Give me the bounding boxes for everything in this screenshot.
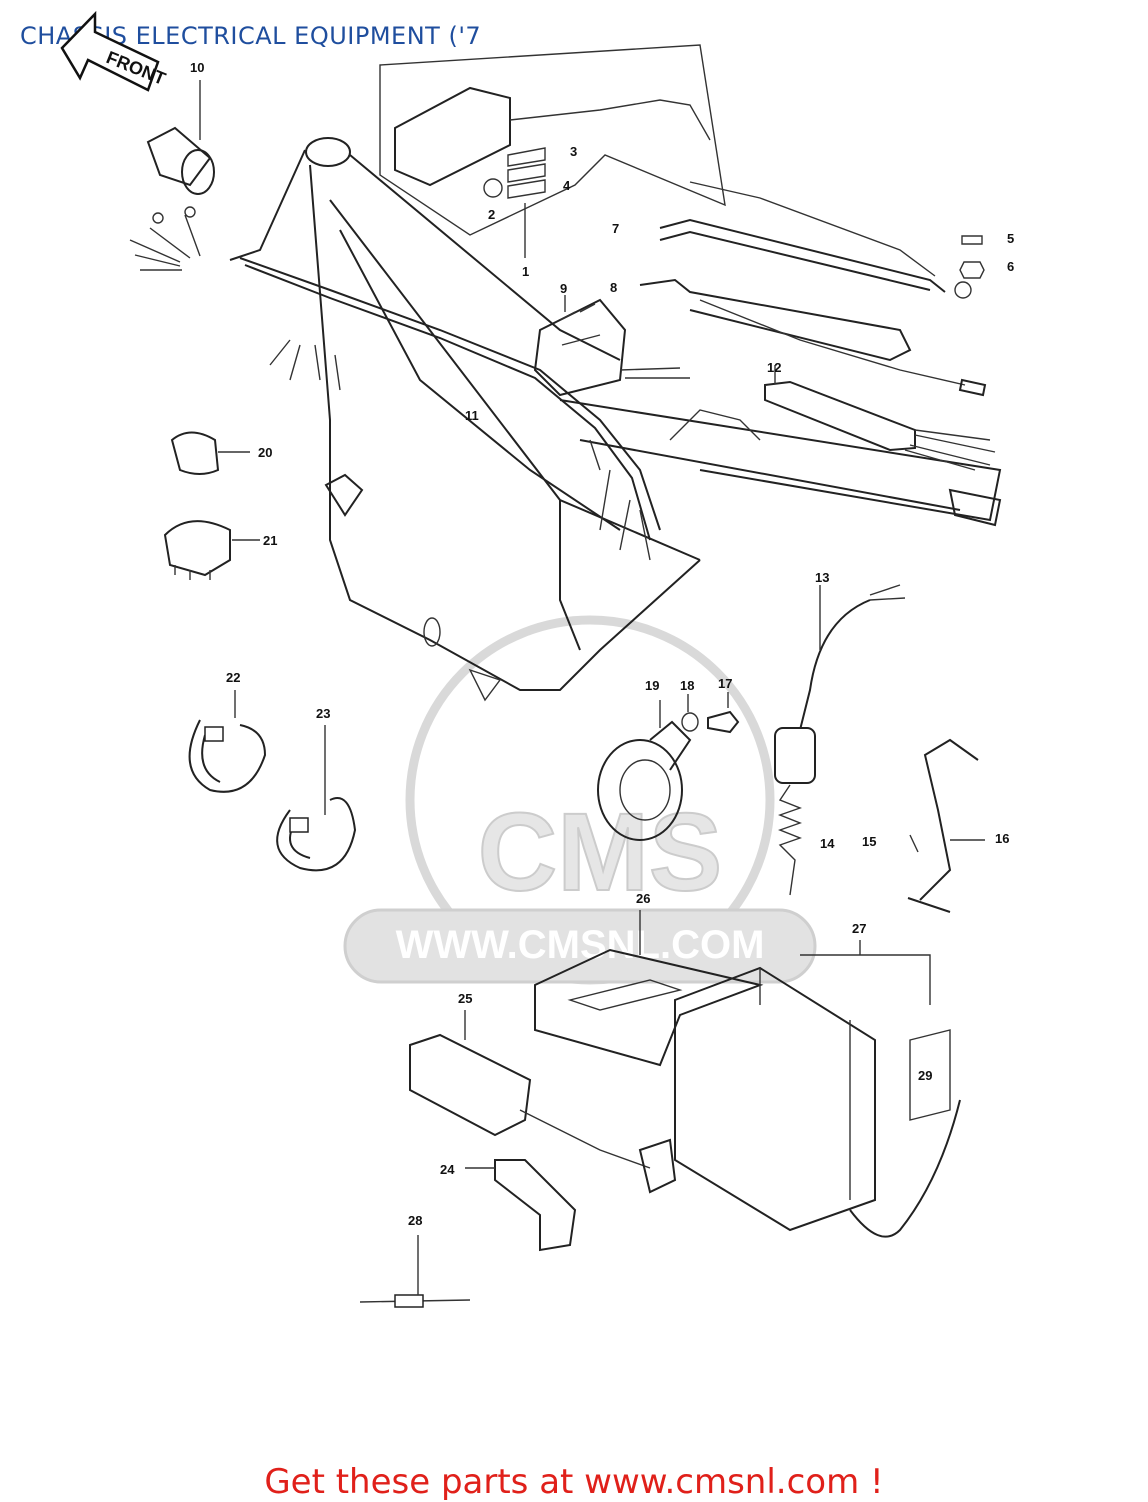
battery-case <box>534 910 764 1067</box>
fuse-block <box>533 295 690 397</box>
relay-20 <box>170 431 250 475</box>
frame <box>229 137 1002 702</box>
rectifier <box>409 1010 677 1194</box>
callout-16: 16 <box>995 831 1009 846</box>
ignition-switch <box>146 80 215 195</box>
battery-label <box>909 1029 951 1121</box>
callout-12: 12 <box>767 360 781 375</box>
band-22 <box>188 690 267 793</box>
cms-watermark: WWW.CMSNL.COM CMS <box>343 615 817 985</box>
callout-18: 18 <box>680 678 694 693</box>
callout-6: 6 <box>1007 259 1014 274</box>
callout-13: 13 <box>815 570 829 585</box>
regulator-assembly <box>379 44 726 258</box>
callout-7: 7 <box>612 221 619 236</box>
callout-9: 9 <box>560 281 567 296</box>
callout-22: 22 <box>226 670 240 685</box>
relay-21 <box>163 520 260 580</box>
callout-10: 10 <box>190 60 204 75</box>
fuse-wire <box>359 1235 471 1308</box>
horn <box>597 692 740 841</box>
callout-20: 20 <box>258 445 272 460</box>
callout-1: 1 <box>522 264 529 279</box>
band-23 <box>276 725 357 872</box>
callout-28: 28 <box>408 1213 422 1228</box>
callout-19: 19 <box>645 678 659 693</box>
callout-labels: 1 2 3 4 5 6 7 8 9 10 11 12 13 14 15 16 1… <box>190 60 1014 1228</box>
callout-15: 15 <box>862 834 876 849</box>
watermark-url: WWW.CMSNL.COM <box>396 923 765 967</box>
front-arrow: FRONT <box>60 10 168 92</box>
callout-23: 23 <box>316 706 330 721</box>
footer-link-text[interactable]: Get these parts at www.cmsnl.com ! <box>264 1462 884 1502</box>
callout-3: 3 <box>570 144 577 159</box>
callout-26: 26 <box>636 891 650 906</box>
watermark-logo: CMS <box>478 791 722 914</box>
callout-5: 5 <box>1007 231 1014 246</box>
callout-4: 4 <box>563 178 571 193</box>
callout-8: 8 <box>610 280 617 295</box>
callout-14: 14 <box>820 836 835 851</box>
wiring-harness <box>129 206 761 561</box>
battery <box>674 940 961 1238</box>
callout-24: 24 <box>440 1162 455 1177</box>
parts-diagram: WWW.CMSNL.COM CMS FRONT <box>60 10 1014 1308</box>
bolt-nut <box>959 235 985 279</box>
callout-25: 25 <box>458 991 472 1006</box>
callout-17: 17 <box>718 676 732 691</box>
callout-27: 27 <box>852 921 866 936</box>
callout-21: 21 <box>263 533 277 548</box>
connector-strip <box>764 365 996 471</box>
callout-11: 11 <box>465 408 479 423</box>
callout-29: 29 <box>918 1068 932 1083</box>
callout-2: 2 <box>488 207 495 222</box>
stand-rod <box>907 738 985 913</box>
bracket <box>465 1159 577 1252</box>
battery-cables <box>639 181 987 397</box>
coil-spring <box>774 584 906 896</box>
